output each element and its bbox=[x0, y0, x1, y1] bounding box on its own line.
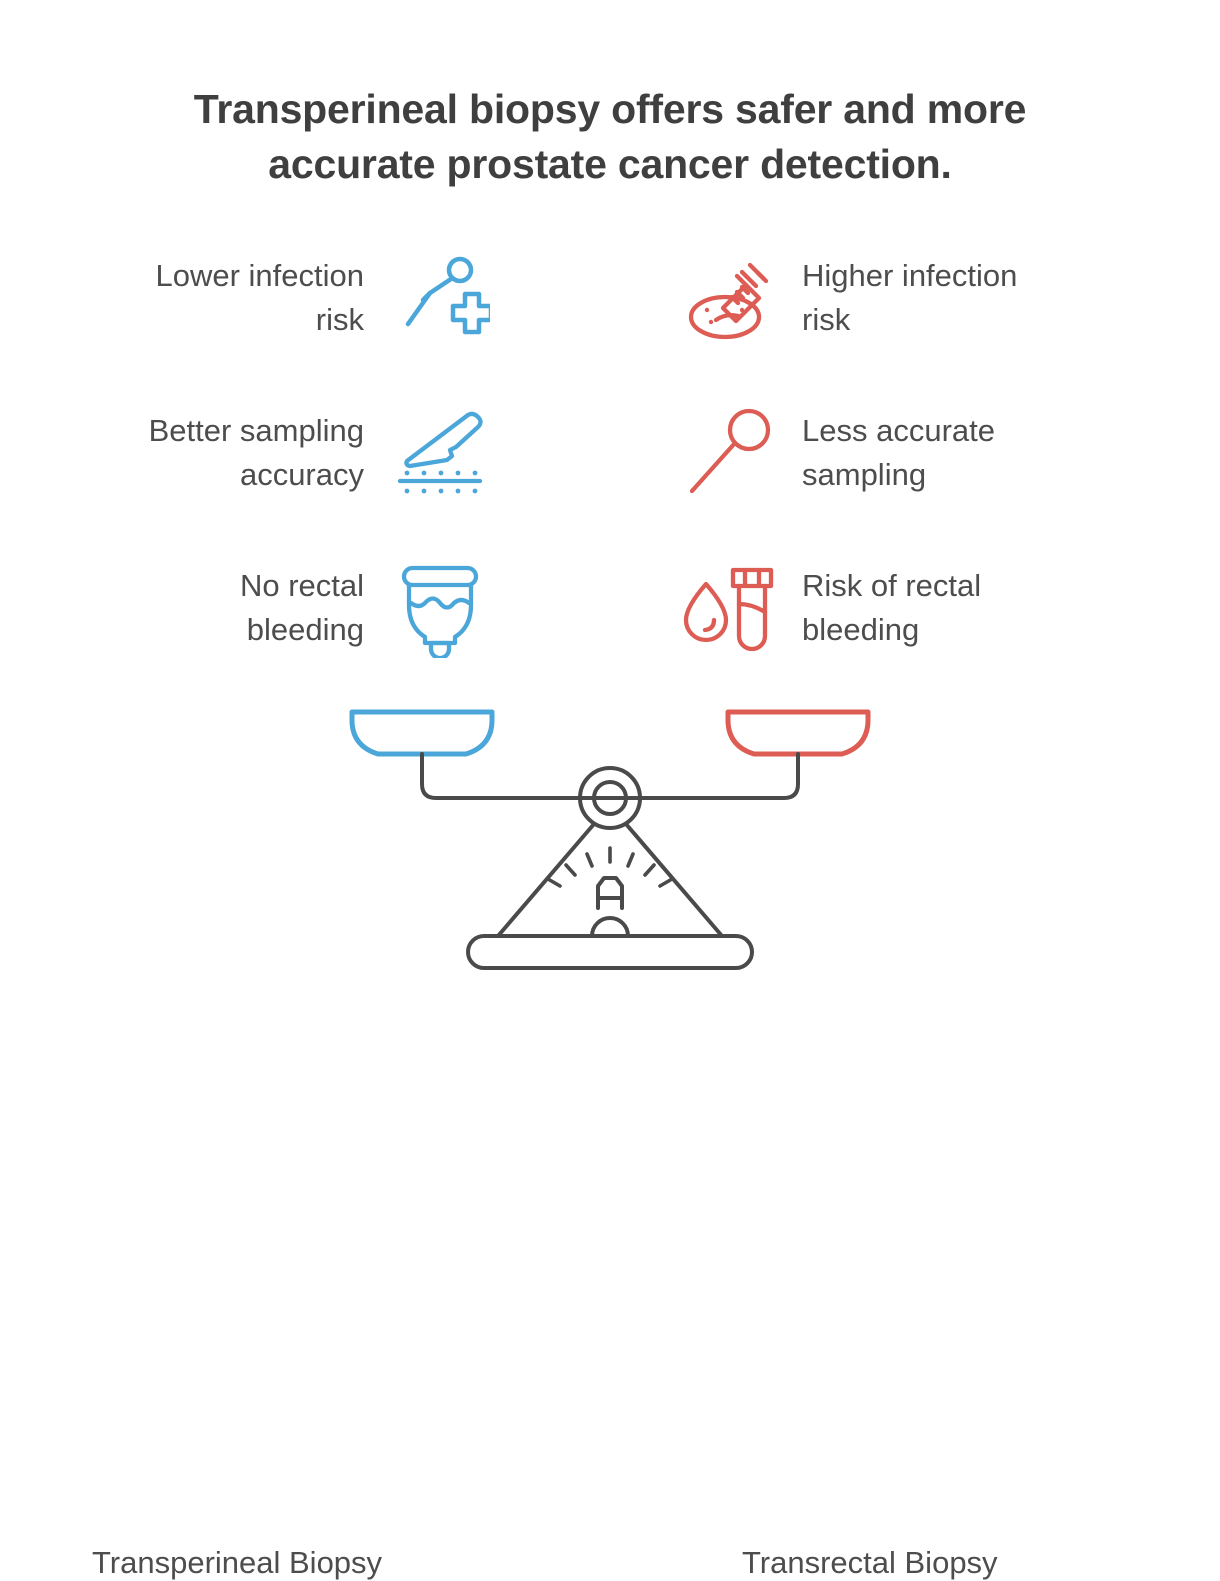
comparison-row-1: Lower infection risk bbox=[0, 243, 1220, 398]
scale-pivot-inner bbox=[592, 780, 628, 816]
comparison-row-3: No rectal bleeding bbox=[0, 553, 1220, 708]
collection-cup-icon bbox=[390, 558, 490, 658]
scale-indicator-rays bbox=[546, 846, 674, 888]
scale-indicator-post bbox=[596, 876, 624, 910]
balance-scale-icon bbox=[349, 709, 871, 970]
feature-left-2: Better sampling accuracy bbox=[60, 398, 490, 508]
balance-scale-section: Transperineal Biopsy Transrectal Biopsy bbox=[0, 690, 1220, 1580]
scale-indicator-dome bbox=[590, 916, 630, 938]
feature-left-1: Lower infection risk bbox=[60, 243, 490, 353]
syringe-petri-dish-icon bbox=[680, 248, 780, 348]
feature-right-1: Higher infection risk bbox=[680, 243, 1120, 353]
blood-drop-test-tube-icon bbox=[680, 558, 780, 658]
infographic-page: Transperineal biopsy offers safer and mo… bbox=[0, 86, 1220, 1580]
feature-left-1-label: Lower infection risk bbox=[155, 257, 364, 337]
needle-cross-icon bbox=[390, 248, 490, 348]
feature-right-3-label: Risk of rectal bleeding bbox=[802, 567, 982, 647]
scale-leg-left bbox=[496, 822, 596, 938]
feature-left-3: No rectal bleeding bbox=[60, 553, 490, 663]
feature-left-3-label: No rectal bleeding bbox=[239, 567, 364, 647]
feature-right-2-label: Less accurate sampling bbox=[802, 412, 995, 492]
scalpel-grid-icon bbox=[390, 403, 490, 503]
scale-pivot-outer bbox=[578, 766, 642, 830]
pin-probe-icon bbox=[680, 403, 780, 503]
feature-right-1-label: Higher infection risk bbox=[802, 257, 1018, 337]
scale-base bbox=[466, 934, 754, 970]
page-title: Transperineal biopsy offers safer and mo… bbox=[193, 86, 1027, 188]
feature-right-3: Risk of rectal bleeding bbox=[680, 553, 1120, 663]
feature-left-2-label: Better sampling accuracy bbox=[148, 412, 364, 492]
scale-caption-right: Transrectal Biopsy bbox=[742, 1545, 998, 1580]
scale-leg-right bbox=[624, 822, 724, 938]
scale-pan-left bbox=[349, 709, 495, 757]
comparison-row-2: Better sampling accuracy bbox=[0, 398, 1220, 553]
feature-right-2: Less accurate sampling bbox=[680, 398, 1120, 508]
scale-pan-right bbox=[725, 709, 871, 757]
scale-caption-left: Transperineal Biopsy bbox=[92, 1545, 383, 1580]
comparison-rows: Lower infection risk bbox=[0, 243, 1220, 708]
scale-beam bbox=[420, 752, 800, 800]
